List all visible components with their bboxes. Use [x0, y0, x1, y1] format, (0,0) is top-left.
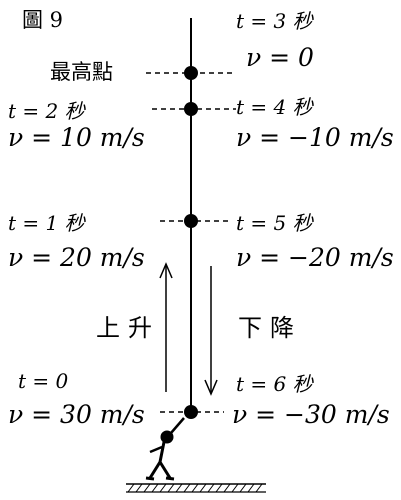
left-time-label: t = 1 秒	[8, 211, 85, 235]
right-time-label: t = 6 秒	[236, 372, 313, 396]
apex-label: 最高點	[50, 60, 113, 84]
left-time-label: t = 0	[18, 369, 69, 393]
right-time-label: t = 4 秒	[236, 95, 313, 119]
left-time-label: t = 2 秒	[8, 99, 85, 123]
downward-arrow	[204, 266, 218, 396]
right-velocity-label: ν = −10 m/s	[236, 123, 394, 152]
upward-arrow	[159, 262, 173, 392]
left-velocity-label: ν = 10 m/s	[8, 123, 145, 152]
thrower-figure	[145, 417, 185, 481]
ascending-label: 上升	[96, 314, 160, 342]
descending-label: 下降	[238, 314, 302, 342]
right-velocity-label: ν = −20 m/s	[236, 243, 394, 272]
ball-position-0s	[184, 405, 198, 419]
ball-position-1s	[184, 214, 198, 228]
right-time-label: t = 5 秒	[236, 211, 313, 235]
ball-position-2s	[184, 102, 198, 116]
right-velocity-label: ν = 0	[246, 43, 314, 72]
left-velocity-label: ν = 20 m/s	[8, 243, 145, 272]
left-velocity-label: ν = 30 m/s	[8, 400, 145, 429]
right-velocity-label: ν = −30 m/s	[232, 400, 390, 429]
right-time-label: t = 3 秒	[236, 9, 313, 33]
figure-label: 圖 9	[22, 8, 64, 32]
ball-position-apex	[184, 66, 198, 80]
ground	[126, 483, 266, 493]
